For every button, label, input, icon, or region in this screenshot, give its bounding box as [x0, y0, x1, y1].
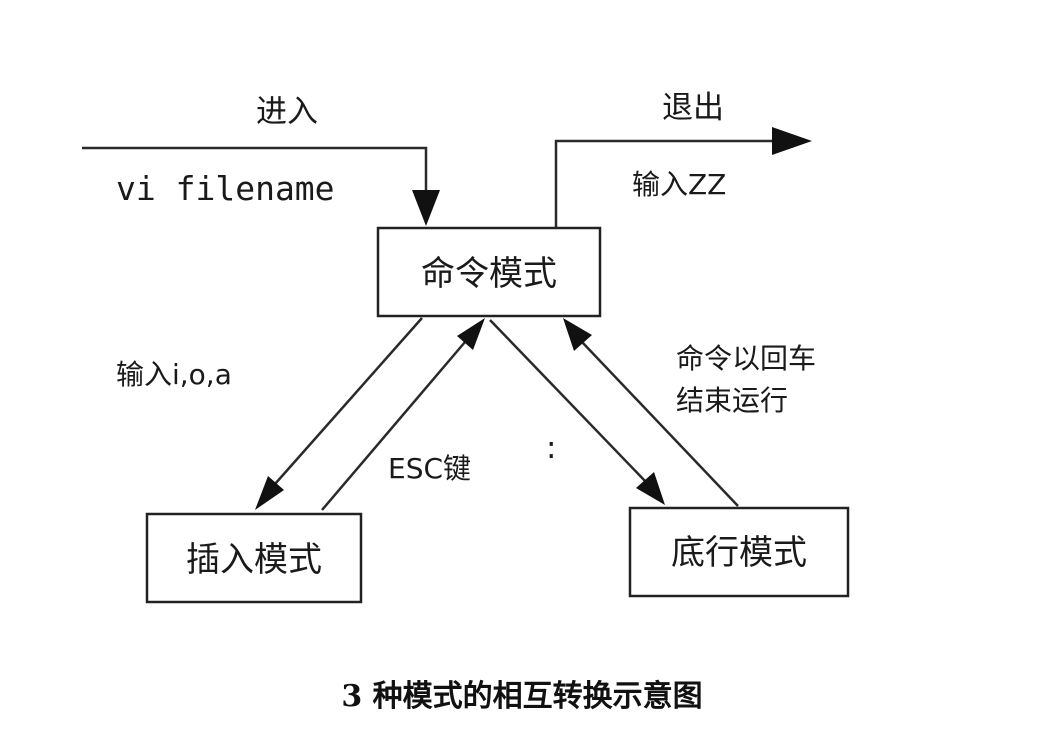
label-esc-key: ESC键	[388, 452, 471, 485]
entry-arrow-head	[412, 190, 440, 226]
arrow-head-to-lastline	[636, 472, 665, 505]
node-insert-mode: 插入模式	[145, 512, 363, 604]
exit-arrow-head	[772, 127, 812, 155]
edge-insert-to-command	[321, 341, 466, 511]
diagram-caption: 3 种模式的相互转换示意图	[341, 679, 702, 714]
node-last-line-mode-label: 底行模式	[671, 533, 807, 573]
exit-path	[554, 139, 780, 228]
entry-path	[82, 146, 428, 196]
label-enter: 进入	[256, 94, 318, 130]
node-command-mode: 命令模式	[376, 226, 602, 318]
arrow-head-lastline-to-command	[563, 318, 592, 351]
label-colon: :	[546, 430, 556, 466]
label-to-insert: 输入i,o,a	[116, 358, 232, 391]
edge-lastline-to-command	[581, 341, 739, 507]
label-enter-command: vi filename	[116, 169, 335, 208]
arrow-head-insert-to-command	[457, 318, 485, 350]
arrow-head-to-insert	[255, 476, 284, 510]
label-run-line2: 结束运行	[676, 384, 788, 417]
edge-command-to-lastline	[489, 319, 647, 483]
label-run-line1: 命令以回车	[676, 342, 816, 375]
label-exit: 退出	[662, 90, 724, 126]
edge-command-to-insert	[274, 317, 423, 485]
label-exit-command: 输入ZZ	[632, 168, 726, 201]
node-insert-mode-label: 插入模式	[186, 540, 322, 580]
node-command-mode-label: 命令模式	[421, 254, 557, 294]
node-last-line-mode: 底行模式	[628, 506, 850, 598]
